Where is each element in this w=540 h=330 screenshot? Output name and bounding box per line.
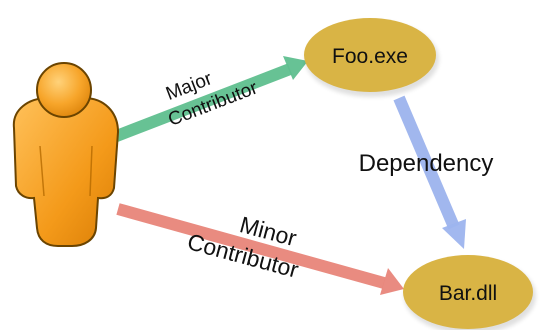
major-contributor-arrow	[111, 56, 308, 143]
foo-exe-node: Foo.exe	[304, 18, 439, 97]
minor-contributor-arrow	[116, 203, 404, 295]
dependency-arrow	[393, 95, 466, 249]
foo-exe-label: Foo.exe	[332, 45, 408, 68]
bar-dll-label: Bar.dll	[439, 282, 497, 305]
bar-dll-node: Bar.dll	[403, 255, 536, 330]
major-contributor-label: Major Contributor	[163, 68, 261, 131]
dependency-label: Dependency	[359, 150, 494, 177]
person-icon	[12, 62, 120, 247]
